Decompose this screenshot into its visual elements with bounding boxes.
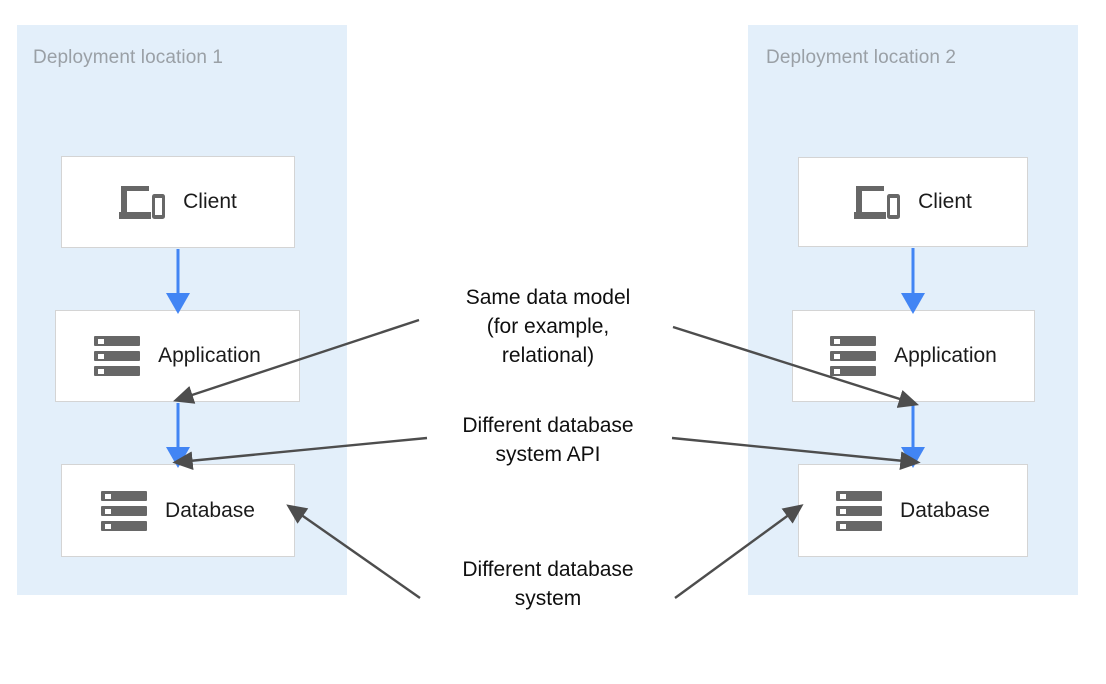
node-database-2-label: Database (900, 498, 990, 522)
deployment-zone-2-label: Deployment location 2 (766, 47, 957, 68)
server-icon (101, 490, 148, 532)
node-database-1[interactable]: Database (61, 464, 295, 557)
callout-data-model: Same data model (for example, relational… (465, 286, 631, 367)
server-icon (836, 490, 883, 532)
server-icon (94, 335, 141, 377)
node-application-2-label: Application (894, 344, 997, 367)
deployment-zone-1-label: Deployment location 1 (33, 47, 224, 68)
node-client-1[interactable]: Client (61, 156, 295, 248)
node-client-2[interactable]: Client (798, 157, 1028, 247)
devices-icon (854, 182, 901, 222)
server-icon (830, 335, 877, 377)
node-application-1[interactable]: Application (55, 310, 300, 402)
callout-db-api: Different database system API (462, 414, 634, 466)
node-database-1-label: Database (165, 498, 255, 522)
node-application-2[interactable]: Application (792, 310, 1035, 402)
callout-db-system: Different database system (462, 558, 634, 610)
node-client-1-label: Client (183, 190, 237, 213)
node-client-2-label: Client (918, 190, 972, 213)
node-database-2[interactable]: Database (798, 464, 1028, 557)
node-application-1-label: Application (158, 344, 261, 367)
devices-icon (119, 182, 166, 222)
